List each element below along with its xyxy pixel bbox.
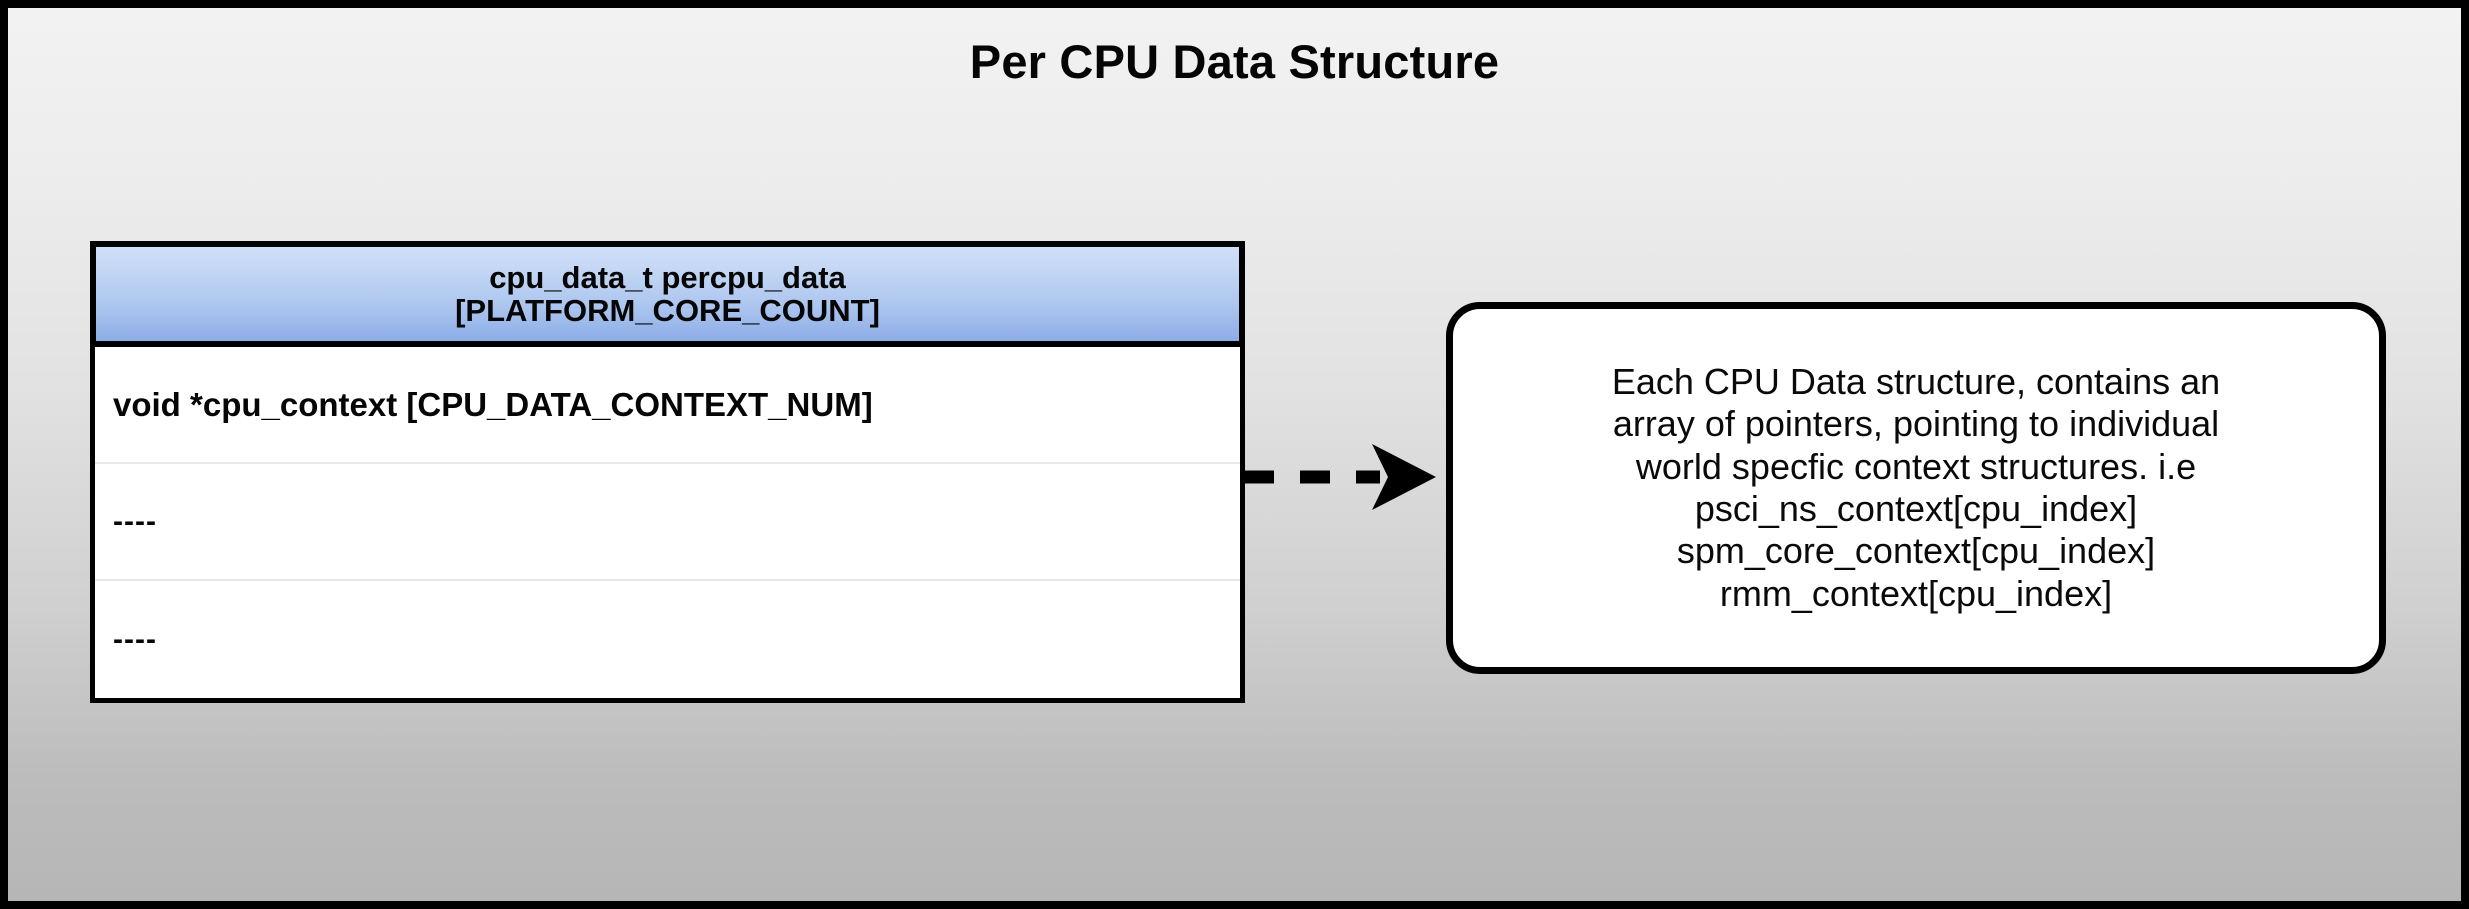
percpu-data-struct-table: cpu_data_t percpu_data [PLATFORM_CORE_CO… <box>90 241 1245 703</box>
callout-note: Each CPU Data structure, contains an arr… <box>1446 302 2386 674</box>
callout-line-3: world specfic context structures. i.e <box>1635 445 2197 487</box>
struct-field-placeholder-2: ---- <box>113 622 157 656</box>
callout-line-4: psci_ns_context[cpu_index] <box>1694 488 2138 529</box>
callout-line-5: spm_core_context[cpu_index] <box>1676 530 2156 572</box>
table-row: ---- <box>95 464 1240 581</box>
callout-line-6: rmm_context[cpu_index] <box>1719 572 2113 614</box>
table-row: void *cpu_context [CPU_DATA_CONTEXT_NUM] <box>95 347 1240 464</box>
struct-header-line-2: [PLATFORM_CORE_COUNT] <box>455 293 880 328</box>
struct-table-header: cpu_data_t percpu_data [PLATFORM_CORE_CO… <box>90 241 1245 347</box>
page-title: Per CPU Data Structure <box>969 35 1500 88</box>
callout-line-2: array of pointers, pointing to individua… <box>1612 403 2220 445</box>
struct-field-placeholder-1: ---- <box>113 504 157 538</box>
table-row: ---- <box>95 581 1240 698</box>
callout-line-1: Each CPU Data structure, contains an <box>1611 360 2221 402</box>
struct-header-line-1: cpu_data_t percpu_data <box>489 259 846 295</box>
dashed-arrow-icon <box>1240 440 1440 514</box>
struct-table-body: void *cpu_context [CPU_DATA_CONTEXT_NUM]… <box>90 347 1245 703</box>
struct-field-cpu-context: void *cpu_context [CPU_DATA_CONTEXT_NUM] <box>113 385 873 423</box>
